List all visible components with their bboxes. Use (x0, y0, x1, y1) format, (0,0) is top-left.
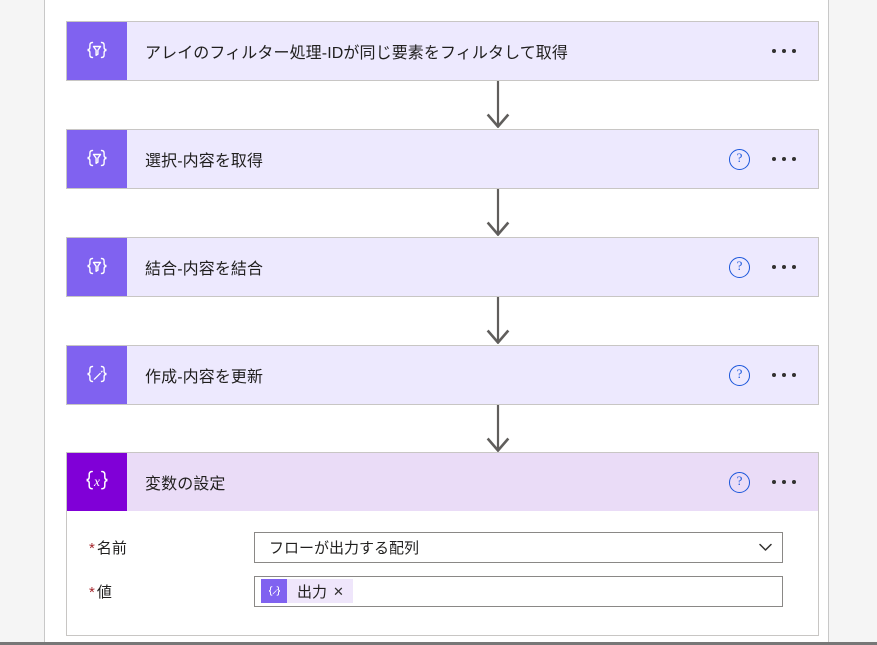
connector-1 (481, 81, 515, 128)
help-icon[interactable]: ? (729, 148, 750, 170)
connector-4 (481, 405, 515, 452)
card-actions: ? (729, 346, 818, 404)
card-actions: ? (729, 453, 818, 511)
svg-text:x: x (93, 474, 100, 489)
designer-canvas: アレイのフィルター処理-IDが同じ要素をフィルタして取得 選択-内容を取得 (45, 0, 828, 642)
more-menu-icon[interactable] (772, 265, 796, 269)
more-menu-icon[interactable] (772, 480, 796, 484)
flow-card-select[interactable]: 選択-内容を取得 ? (66, 129, 819, 189)
set-variable-body: *名前 フローが出力する配列 *値 (67, 511, 818, 635)
variable-braces-x-icon: x (67, 453, 127, 511)
help-icon[interactable]: ? (729, 471, 750, 493)
help-icon[interactable]: ? (729, 256, 750, 278)
left-rail (0, 0, 45, 645)
more-menu-icon[interactable] (772, 373, 796, 377)
card-actions: ? (729, 238, 818, 296)
right-rail (828, 0, 877, 645)
field-label-value: *値 (89, 581, 254, 602)
field-label-text: 名前 (96, 539, 127, 557)
value-token-field[interactable]: 出力 ✕ (254, 575, 783, 607)
connector-3 (481, 297, 515, 344)
compose-pencil-braces-icon (67, 346, 127, 404)
flow-card-compose[interactable]: 作成-内容を更新 ? (66, 345, 819, 405)
card-actions (772, 22, 818, 80)
flow-card-set-variable[interactable]: x 変数の設定 ? *名前 フローが出力する配列 (66, 452, 819, 636)
token-label: 出力 (297, 583, 328, 601)
required-marker: * (89, 539, 95, 557)
card-title: アレイのフィルター処理-IDが同じ要素をフィルタして取得 (145, 45, 569, 62)
chevron-down-icon[interactable] (750, 533, 780, 562)
flow-card-filter-array[interactable]: アレイのフィルター処理-IDが同じ要素をフィルタして取得 (66, 21, 819, 81)
set-variable-header[interactable]: x 変数の設定 ? (67, 453, 818, 511)
window-bottom-edge (0, 642, 877, 645)
card-title: 変数の設定 (145, 476, 226, 493)
dynamic-content-token[interactable]: 出力 ✕ (261, 579, 353, 603)
filter-braces-icon (67, 130, 127, 188)
more-menu-icon[interactable] (772, 49, 796, 53)
more-menu-icon[interactable] (772, 157, 796, 161)
form-row-name: *名前 フローが出力する配列 (67, 525, 818, 569)
help-icon[interactable]: ? (729, 364, 750, 386)
connector-2 (481, 189, 515, 236)
flow-card-join[interactable]: 結合-内容を結合 ? (66, 237, 819, 297)
field-label-name: *名前 (89, 537, 254, 558)
field-label-text: 値 (96, 583, 112, 601)
compose-pencil-braces-icon (261, 579, 287, 603)
card-title: 選択-内容を取得 (145, 153, 264, 170)
filter-braces-icon (67, 238, 127, 296)
card-title: 結合-内容を結合 (145, 261, 264, 278)
name-dropdown[interactable]: フローが出力する配列 (254, 531, 783, 563)
name-dropdown-value: フローが出力する配列 (269, 539, 420, 557)
form-row-value: *値 出力 (67, 569, 818, 613)
card-actions: ? (729, 130, 818, 188)
filter-braces-icon (67, 22, 127, 80)
token-remove-icon[interactable]: ✕ (333, 583, 344, 599)
required-marker: * (89, 583, 95, 601)
card-title: 作成-内容を更新 (145, 369, 264, 386)
